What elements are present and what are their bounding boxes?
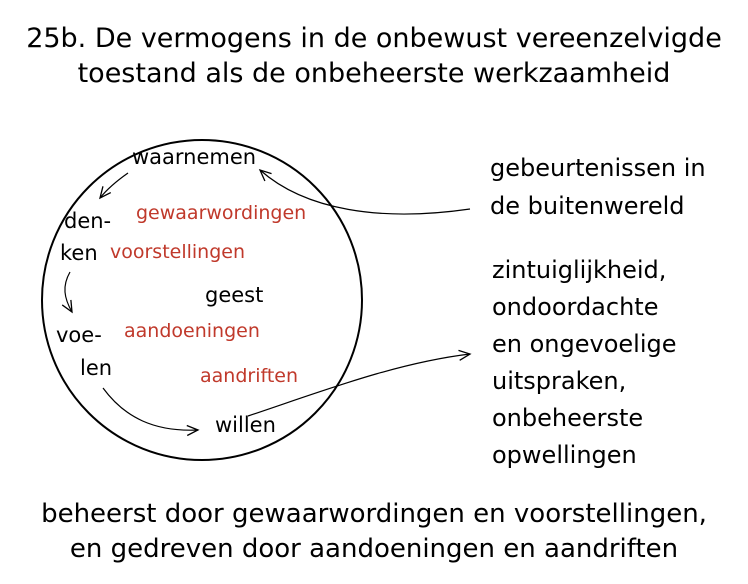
label-denken-part1: den-	[64, 209, 112, 233]
mind-circle	[41, 139, 363, 461]
label-aandoeningen: aandoeningen	[124, 320, 260, 342]
output-line-2: ondoordachte	[492, 293, 659, 321]
output-line-6: opwellingen	[492, 441, 637, 469]
arrow-aandriften-to-outputs	[247, 349, 472, 417]
footer-line-2: en gedreven door aandoeningen en aandrif…	[69, 534, 679, 564]
outer-world-line-2: de buitenwereld	[490, 192, 685, 220]
footer-line-1: beheerst door gewaarwordingen en voorste…	[41, 499, 707, 529]
arrow-waarnemen-to-denken	[99, 172, 129, 200]
arrow-outer-world-to-waarnemen	[258, 168, 471, 215]
label-geest: geest	[205, 283, 264, 307]
outer-world-line-1: gebeurtenissen in	[490, 154, 706, 182]
arrow-denken-to-voelen	[61, 271, 73, 314]
label-waarnemen: waarnemen	[132, 145, 257, 169]
label-denken-part2: ken	[60, 241, 98, 265]
output-line-4: uitspraken,	[492, 367, 627, 395]
label-voelen-part1: voe-	[56, 323, 102, 347]
output-line-3: en ongevoelige	[492, 330, 677, 358]
label-aandriften: aandriften	[200, 365, 299, 387]
output-line-1: zintuiglijkheid,	[492, 256, 667, 284]
title-line-1: 25b. De vermogens in de onbewust vereenz…	[26, 23, 722, 54]
label-voorstellingen: voorstellingen	[110, 241, 246, 263]
title-line-2: toestand als de onbeheerste werkzaamheid	[77, 58, 671, 89]
arrow-voelen-to-willen	[102, 387, 200, 437]
label-voelen-part2: len	[80, 356, 113, 380]
label-willen: willen	[215, 413, 276, 437]
output-line-5: onbeheerste	[492, 404, 644, 432]
label-gewaarwordingen: gewaarwordingen	[136, 202, 307, 224]
